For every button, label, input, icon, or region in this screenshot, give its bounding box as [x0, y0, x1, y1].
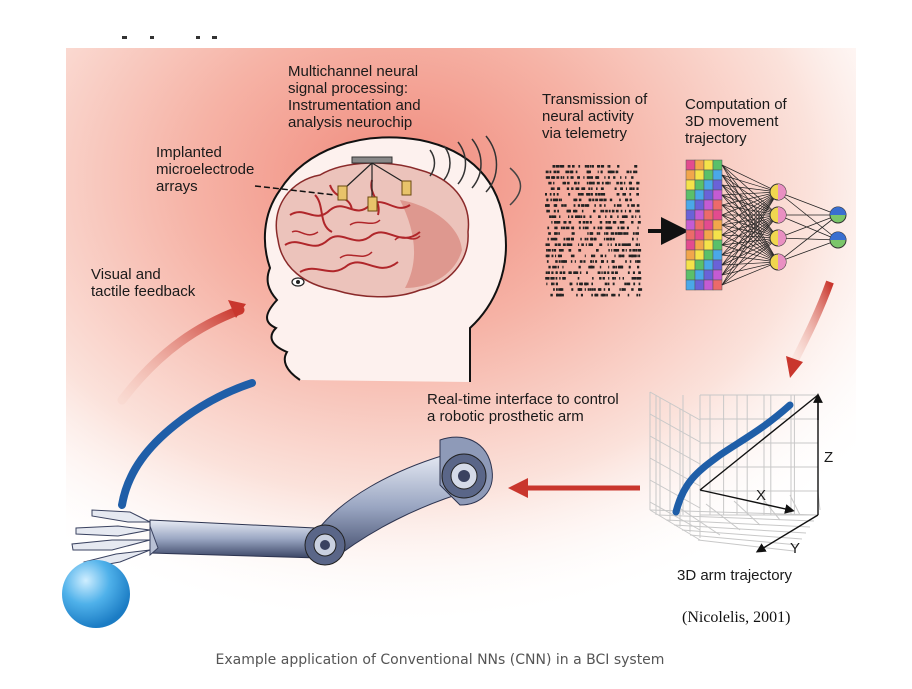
cropped-text-fragment: [122, 36, 217, 39]
axis-label-y: Y: [790, 540, 800, 557]
axis-label-x: X: [756, 487, 766, 504]
label-neurochip: Multichannel neural signal processing: I…: [288, 63, 425, 131]
neurochip: [337, 156, 412, 212]
network-to-trajectory-arrowhead: [786, 356, 803, 378]
microelectrode-array-1: [337, 185, 348, 201]
robotic-arm: [71, 436, 493, 569]
network-input-grid: [685, 159, 723, 291]
label-interface: Real-time interface to control a robotic…: [427, 391, 623, 425]
trajectory-path: [672, 401, 794, 516]
microelectrode-array-2: [367, 196, 378, 212]
spike-raster: [545, 165, 643, 297]
network-to-trajectory-arrow: [791, 280, 834, 362]
neural-network: [721, 164, 847, 286]
microelectrode-array-3: [401, 180, 412, 196]
brain-illustration: [275, 162, 470, 298]
figure-caption: Example application of Conventional NNs …: [215, 652, 665, 668]
movement-path: [118, 379, 256, 509]
label-trajectory-caption: 3D arm trajectory: [677, 567, 793, 584]
label-telemetry: Transmission of neural activity via tele…: [542, 91, 651, 142]
telemetry-waves: [429, 135, 522, 206]
axis-label-z: Z: [824, 449, 833, 466]
microelectrode-leader: [254, 185, 336, 196]
label-feedback: Visual and tactile feedback: [91, 266, 196, 300]
trajectory-to-arm-arrowhead: [508, 478, 528, 498]
trajectory-cube: [649, 391, 823, 553]
label-computation: Computation of 3D movement trajectory: [685, 96, 791, 147]
feedback-arrow: [117, 305, 245, 405]
target-ball: [62, 560, 130, 628]
feedback-arrowhead: [228, 300, 246, 318]
citation: (Nicolelis, 2001): [682, 609, 790, 626]
label-microelectrode: Implanted microelectrode arrays: [156, 144, 259, 195]
